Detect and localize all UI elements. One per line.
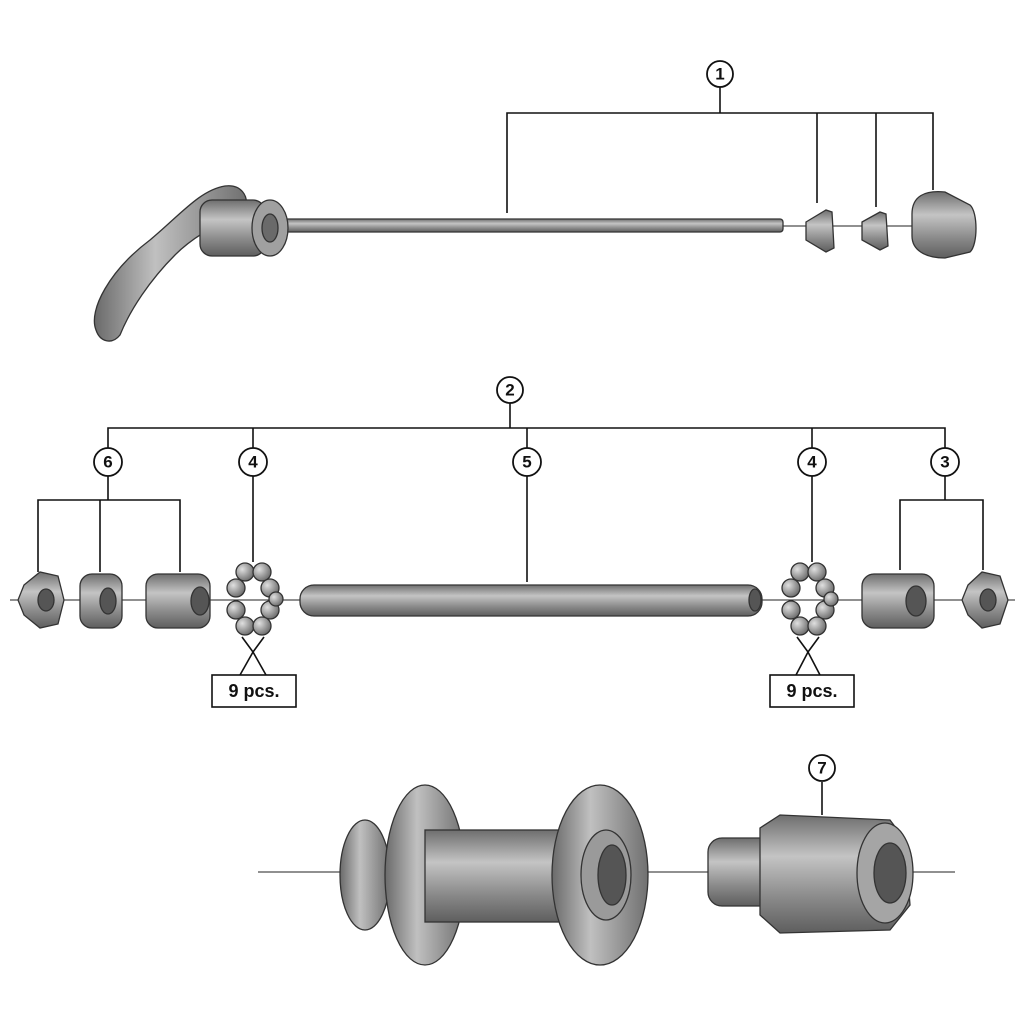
svg-text:3: 3 <box>940 453 949 472</box>
left-ball-bearings <box>226 562 284 636</box>
callout-1: 1 <box>706 60 734 88</box>
svg-text:7: 7 <box>817 759 826 778</box>
callout-6: 6 <box>93 447 123 477</box>
left-locknut <box>17 571 65 629</box>
callout-4-right: 4 <box>797 447 827 477</box>
callout-7: 7 <box>808 754 836 782</box>
callout-3: 3 <box>930 447 960 477</box>
quantity-label-right: 9 pcs. <box>769 636 855 708</box>
hub-axle <box>299 584 763 617</box>
right-locknut <box>961 571 1009 629</box>
svg-text:5: 5 <box>522 453 531 472</box>
svg-text:4: 4 <box>807 453 817 472</box>
left-washer <box>79 573 123 629</box>
quantity-label-left: 9 pcs. <box>211 636 297 708</box>
callout-2-group: 2 6 4 5 4 3 <box>37 376 984 582</box>
callout-7-group: 7 <box>808 754 836 815</box>
freehub-body <box>707 814 914 934</box>
spring-2 <box>861 211 889 251</box>
skewer-rod <box>267 218 784 233</box>
hub-shell <box>339 784 649 966</box>
svg-text:9 pcs.: 9 pcs. <box>786 681 837 701</box>
right-cone <box>861 573 935 629</box>
svg-text:2: 2 <box>505 381 514 400</box>
svg-text:6: 6 <box>103 453 112 472</box>
svg-text:4: 4 <box>248 453 258 472</box>
callout-4-left: 4 <box>238 447 268 477</box>
svg-text:9 pcs.: 9 pcs. <box>228 681 279 701</box>
spring-1 <box>805 209 835 253</box>
left-cone <box>145 573 211 629</box>
callout-5: 5 <box>512 447 542 477</box>
callout-1-group: 1 <box>506 60 934 213</box>
svg-text:1: 1 <box>715 65 724 84</box>
right-ball-bearings <box>781 562 839 636</box>
quick-release-skewer <box>93 185 977 342</box>
adjusting-nut <box>911 190 977 259</box>
callout-2: 2 <box>496 376 524 404</box>
